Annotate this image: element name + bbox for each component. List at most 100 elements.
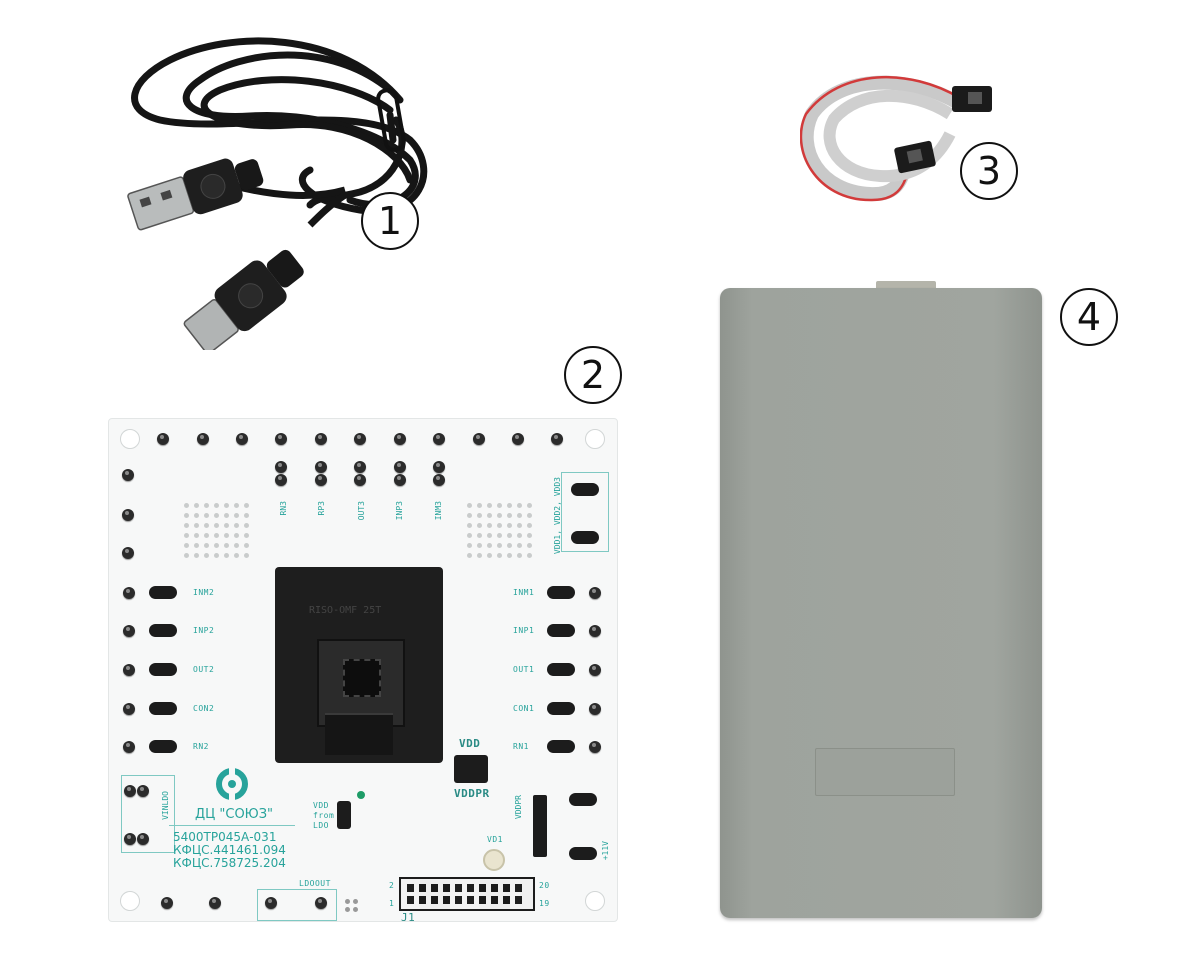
- label-vinldo: VINLDO: [161, 791, 170, 820]
- silk-underline: [169, 825, 295, 826]
- via: [517, 513, 522, 518]
- pos11v-top-header[interactable]: [569, 793, 597, 806]
- pin: [589, 703, 601, 715]
- signal-jumper-right[interactable]: [547, 702, 575, 715]
- label-vdd-from-ldo-3: LDO: [313, 821, 329, 830]
- pin: [265, 897, 277, 909]
- via: [477, 543, 482, 548]
- part-number-2: КФЦС.441461.094: [173, 843, 286, 857]
- via: [507, 503, 512, 508]
- ic-socket[interactable]: RISO-OMF 25T: [275, 567, 443, 763]
- via: [184, 513, 189, 518]
- pin: [122, 469, 134, 481]
- via: [487, 523, 492, 528]
- socket-latch[interactable]: [325, 713, 393, 755]
- via: [497, 543, 502, 548]
- label-vdd-from-ldo-2: from: [313, 811, 335, 820]
- label-rp3: RP3: [317, 501, 326, 516]
- label-ldoout: LDOOUT: [299, 879, 331, 888]
- part-number-1: 5400ТР045А-031: [173, 830, 277, 844]
- pin: [354, 461, 366, 473]
- label-j1: J1: [401, 911, 416, 924]
- via: [497, 533, 502, 538]
- via: [224, 503, 229, 508]
- socket-lid-text: RISO-OMF 25T: [309, 605, 382, 616]
- signal-jumper-left[interactable]: [149, 702, 177, 715]
- pin: [123, 664, 135, 676]
- via: [244, 543, 249, 548]
- via: [234, 513, 239, 518]
- via: [517, 503, 522, 508]
- signal-jumper-left[interactable]: [149, 663, 177, 676]
- signal-jumper-right[interactable]: [547, 624, 575, 637]
- signal-jumper-right[interactable]: [547, 586, 575, 599]
- pin: [315, 433, 327, 445]
- via: [234, 553, 239, 558]
- pin: [123, 703, 135, 715]
- signal-jumper-right[interactable]: [547, 740, 575, 753]
- signal-jumper-left[interactable]: [149, 624, 177, 637]
- pin: [433, 433, 445, 445]
- pin: [473, 433, 485, 445]
- j1-pin-20: 20: [539, 881, 550, 890]
- via: [517, 543, 522, 548]
- via: [467, 553, 472, 558]
- pin: [512, 433, 524, 445]
- j1-pin-row: [407, 884, 527, 892]
- label-left-inp2: INP2: [193, 626, 215, 635]
- vdd-connector-outline: [561, 472, 609, 552]
- pin: [589, 587, 601, 599]
- via: [487, 543, 492, 548]
- via: [214, 503, 219, 508]
- via: [224, 513, 229, 518]
- via: [214, 553, 219, 558]
- signal-jumper-left[interactable]: [149, 740, 177, 753]
- mount-hole: [120, 429, 140, 449]
- via: [244, 553, 249, 558]
- via: [224, 533, 229, 538]
- callout-2: 2: [564, 346, 622, 404]
- pin: [122, 547, 134, 559]
- label-vddpr: VDDPR: [454, 787, 490, 800]
- via: [527, 503, 532, 508]
- via-grid: [184, 503, 254, 565]
- pin: [394, 461, 406, 473]
- signal-jumper-left[interactable]: [149, 586, 177, 599]
- via: [214, 543, 219, 548]
- via: [214, 513, 219, 518]
- via: [467, 543, 472, 548]
- signal-jumper-right[interactable]: [547, 663, 575, 676]
- pin: [123, 625, 135, 637]
- via: [477, 553, 482, 558]
- label-inp3: INP3: [395, 501, 404, 521]
- pin: [354, 433, 366, 445]
- pin: [589, 741, 601, 753]
- via: [477, 533, 482, 538]
- ldo-jumper[interactable]: [337, 801, 351, 829]
- pin: [275, 433, 287, 445]
- via: [194, 553, 199, 558]
- ribbon-cable: [800, 75, 992, 202]
- vddpr-header[interactable]: [533, 795, 547, 857]
- vdd-vddpr-jumper[interactable]: [454, 755, 488, 783]
- usb-cable: [127, 37, 428, 350]
- via: [527, 513, 532, 518]
- via: [487, 533, 492, 538]
- via: [244, 523, 249, 528]
- via: [224, 543, 229, 548]
- via: [497, 503, 502, 508]
- via: [467, 513, 472, 518]
- pin: [433, 474, 445, 486]
- pos11v-header[interactable]: [569, 847, 597, 860]
- via: [194, 533, 199, 538]
- vdd-jumper[interactable]: [571, 531, 599, 544]
- pin: [137, 785, 149, 797]
- label-left-inm2: INM2: [193, 588, 215, 597]
- enclosure-tab: [876, 281, 936, 291]
- via: [214, 533, 219, 538]
- via: [497, 513, 502, 518]
- j1-connector[interactable]: [399, 877, 535, 911]
- vdd-jumper[interactable]: [571, 483, 599, 496]
- via: [507, 533, 512, 538]
- label-vddpr-vertical: VDDPR: [514, 795, 523, 820]
